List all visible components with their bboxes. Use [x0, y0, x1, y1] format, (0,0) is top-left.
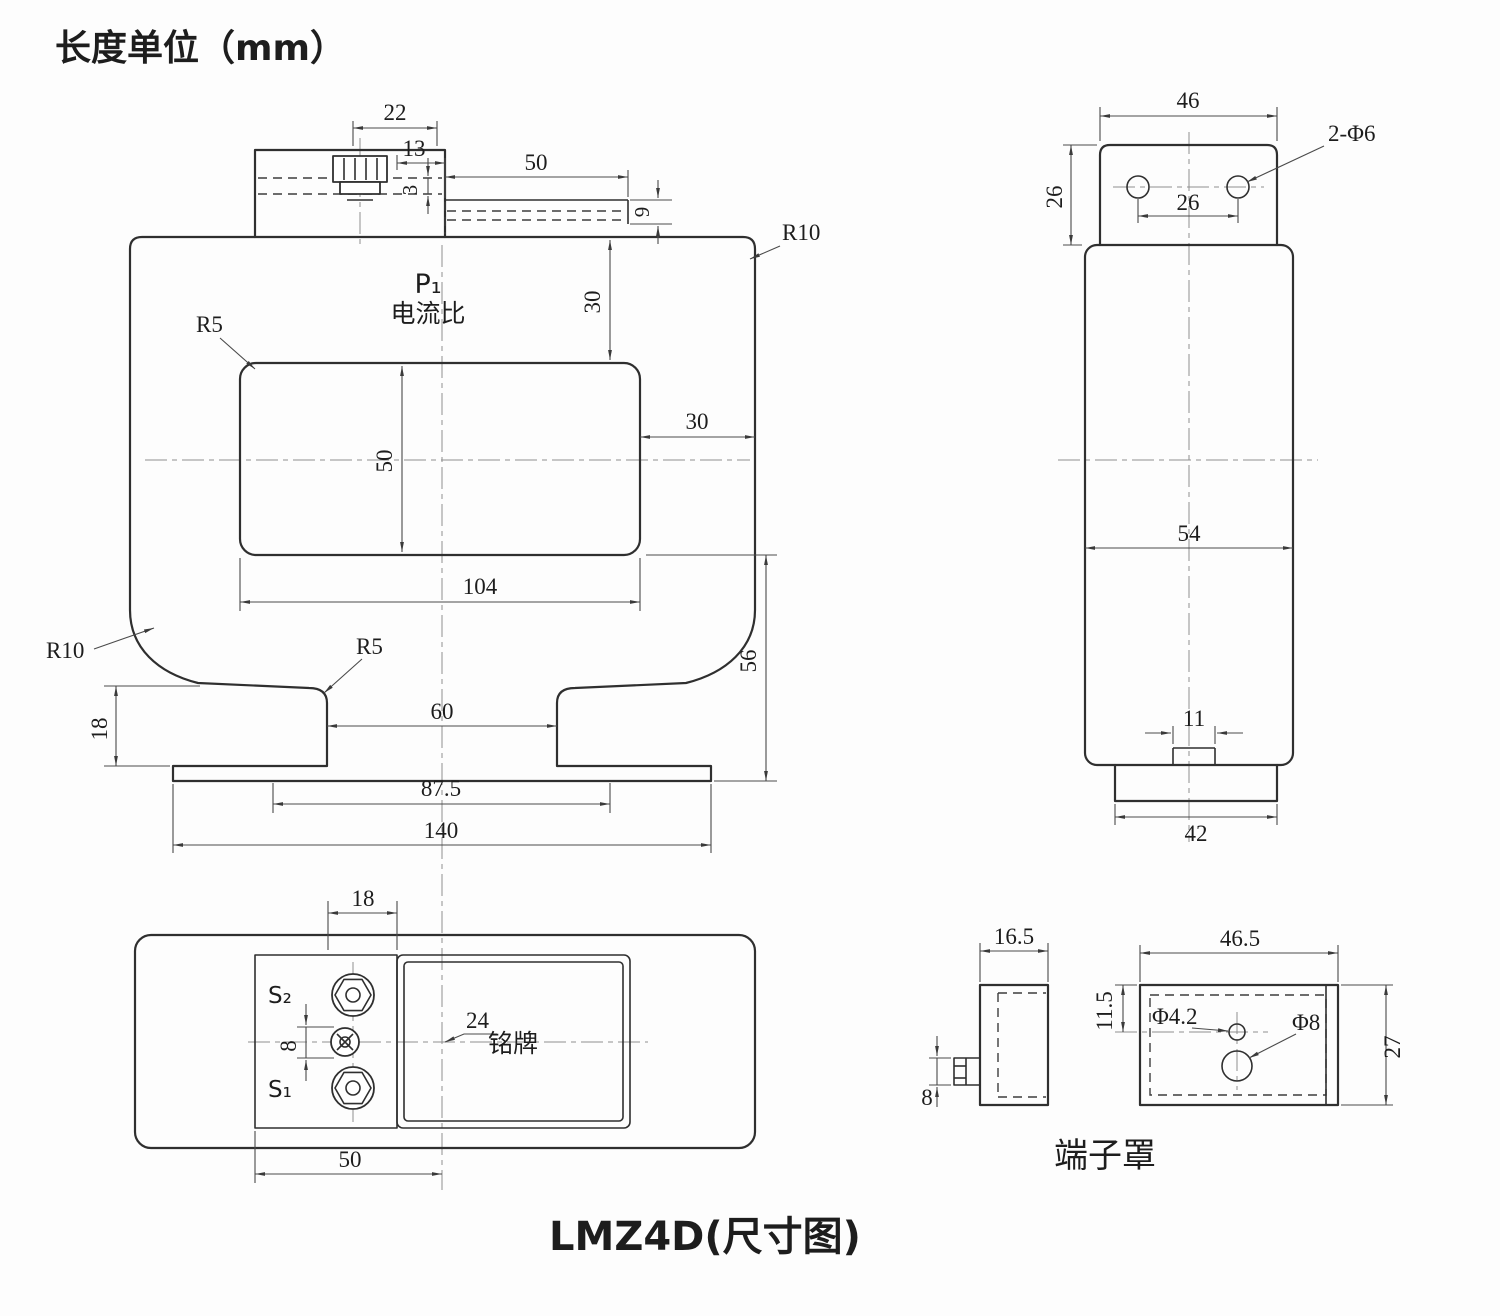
dim-104-label: 104 — [463, 574, 498, 599]
dim-phi8-label: Φ8 — [1292, 1010, 1320, 1035]
side-hole-left — [1126, 175, 1150, 199]
dim-13-label: 13 — [403, 136, 426, 161]
dim-46-5-label: 46.5 — [1220, 926, 1260, 951]
dim-50-window-label: 50 — [372, 450, 397, 473]
dim-24-label: 24 — [466, 1008, 490, 1033]
bottom-nameplate-outer — [396, 954, 631, 1129]
terminal-cover-label: 端子罩 — [1054, 1136, 1156, 1176]
bottom-dimensions — [254, 901, 497, 1183]
r10-bottom-label: R10 — [46, 638, 84, 663]
current-ratio-label: 电流比 — [390, 299, 465, 328]
side-body — [1083, 243, 1295, 767]
bottom-outer-shell — [133, 933, 757, 1150]
p1-terminal-label: P₁ — [414, 269, 441, 300]
center-screw — [330, 1027, 360, 1057]
side-dimensions — [1063, 107, 1325, 825]
cover-hole-phi8 — [1221, 1050, 1253, 1082]
r10-top-label: R10 — [782, 220, 820, 245]
terminal-cover-views: 16.5 8 46.5 11.5 Φ4.2 Φ8 27 端子罩 — [921, 924, 1405, 1176]
dim-16-5-label: 16.5 — [994, 924, 1034, 949]
dim-42-label: 42 — [1185, 821, 1208, 846]
dim-60-label: 60 — [431, 699, 454, 724]
s2-terminal-screw — [331, 973, 375, 1017]
side-top-tab — [1098, 143, 1279, 247]
dim-56-label: 56 — [736, 650, 761, 673]
dim-54-label: 54 — [1178, 521, 1202, 546]
dim-50-bottom-label: 50 — [339, 1147, 362, 1172]
front-window — [238, 361, 642, 557]
front-dimensions — [93, 121, 781, 853]
s1-label: S₁ — [268, 1077, 292, 1103]
dim-3-label: 3 — [398, 185, 422, 196]
dim-11-label: 11 — [1183, 706, 1205, 731]
dim-46-label: 46 — [1177, 88, 1200, 113]
dim-140-label: 140 — [424, 818, 459, 843]
front-screw-terminal — [332, 155, 388, 201]
bottom-view: S₂ S₁ 铭牌 18 24 8 50 — [133, 886, 757, 1183]
dim-87-5-label: 87.5 — [421, 776, 461, 801]
dim-8-cover-label: 8 — [921, 1085, 933, 1110]
dim-phi4-2-label: Φ4.2 — [1152, 1004, 1198, 1029]
dim-22-label: 22 — [384, 100, 407, 125]
side-hole-right — [1226, 175, 1250, 199]
side-notch — [1172, 747, 1216, 765]
cover-dimensions — [929, 943, 1393, 1107]
side-view: 46 26 2-Φ6 26 54 11 42 — [1042, 88, 1375, 846]
bottom-centerlines — [248, 962, 648, 1122]
dim-11-5-label: 11.5 — [1092, 991, 1117, 1030]
dim-27-label: 27 — [1380, 1036, 1405, 1059]
dim-26-holes-label: 26 — [1177, 190, 1200, 215]
dim-30-vert-label: 30 — [580, 291, 605, 314]
dim-18-bottom-label: 18 — [352, 886, 375, 911]
side-centerlines — [1058, 132, 1318, 842]
dim-9-label: 9 — [630, 207, 654, 218]
s2-label: S₂ — [268, 983, 292, 1009]
r5-window-label: R5 — [196, 312, 223, 337]
r5-foot-label: R5 — [356, 634, 383, 659]
cover-front-view — [1115, 983, 1340, 1107]
front-body-outline — [128, 235, 757, 783]
cover-side-view — [953, 983, 1050, 1107]
cover-hole-phi4-2 — [1228, 1023, 1246, 1041]
front-view: 22 13 3 50 9 R10 P₁ 电流比 30 R5 50 30 104 … — [46, 100, 820, 1190]
drawing-title: LMZ4D(尺寸图) — [549, 1214, 861, 1260]
unit-label: 长度单位（mm） — [55, 28, 346, 69]
front-centerlines — [145, 138, 750, 1190]
side-foot — [1113, 763, 1279, 803]
nameplate-label: 铭牌 — [488, 1029, 538, 1058]
dim-8-bottom-label: 8 — [276, 1040, 301, 1052]
holes-2xphi6-label: 2-Φ6 — [1328, 121, 1375, 146]
s1-terminal-screw — [331, 1066, 375, 1110]
bottom-nameplate-inner — [403, 961, 624, 1122]
dim-50-top-label: 50 — [525, 150, 548, 175]
dim-18-label: 18 — [87, 718, 112, 741]
dim-30-side-label: 30 — [686, 409, 709, 434]
dim-26-tab-label: 26 — [1042, 186, 1067, 209]
